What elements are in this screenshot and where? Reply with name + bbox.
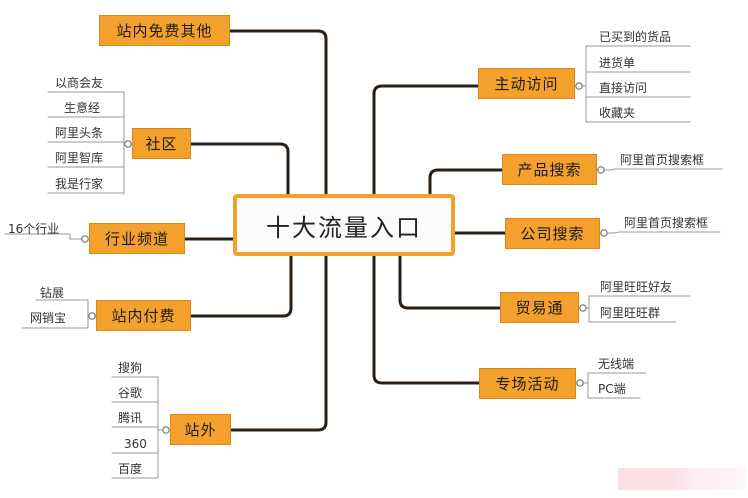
maoyitong-collapse-toggle[interactable] bbox=[579, 304, 587, 312]
gongsisousuo-collapse-toggle[interactable] bbox=[600, 229, 608, 237]
leaf-zhanwai-2: 腾讯 bbox=[118, 411, 143, 425]
trunk-zhanneifufei bbox=[189, 254, 293, 318]
trunk-maoyitong bbox=[398, 254, 502, 310]
leaf-maoyitong-0: 阿里旺旺好友 bbox=[600, 280, 673, 294]
trunk-shequ bbox=[189, 142, 290, 196]
zhudongfangwen-collapse-toggle[interactable] bbox=[575, 82, 583, 90]
leaf-hangyepindao-0: 16个行业 bbox=[8, 222, 60, 236]
leaf-shequ-2: 阿里头条 bbox=[55, 126, 104, 140]
branch-zhanneimianfei[interactable]: 站内免费其他 bbox=[99, 15, 230, 46]
leaf-shequ-3: 阿里智库 bbox=[55, 151, 104, 165]
hangyepindao-collapse-toggle[interactable] bbox=[81, 235, 89, 243]
leaf-shequ-0: 以商会友 bbox=[55, 76, 104, 90]
trunk-zhanneimianfei bbox=[228, 29, 328, 196]
leaf-zhanwai-0: 搜狗 bbox=[118, 361, 143, 375]
leaf-shequ-1: 生意经 bbox=[64, 101, 101, 115]
connector-25 bbox=[596, 168, 723, 171]
branch-shequ[interactable]: 社区 bbox=[132, 128, 191, 159]
trunk-chanpinsousuo bbox=[428, 168, 504, 196]
zhuanchanghuodong-collapse-toggle[interactable] bbox=[576, 379, 584, 387]
leaf-zhudongfangwen-1: 进货单 bbox=[599, 56, 636, 70]
connector-7 bbox=[4, 233, 90, 240]
leaf-zhanneifufei-1: 网销宝 bbox=[30, 311, 67, 325]
watermark bbox=[618, 468, 746, 490]
connector-26 bbox=[599, 231, 721, 234]
leaf-zhanneifufei-0: 钻展 bbox=[40, 286, 65, 300]
leaf-zhanwai-4: 百度 bbox=[118, 462, 143, 476]
zhanwai-collapse-toggle[interactable] bbox=[162, 426, 170, 434]
branch-maoyitong[interactable]: 贸易通 bbox=[500, 292, 579, 323]
center-node[interactable]: 十大流量入口 bbox=[233, 194, 455, 256]
shequ-collapse-toggle[interactable] bbox=[124, 140, 132, 148]
branch-zhanwai[interactable]: 站外 bbox=[170, 414, 231, 445]
branch-gongsisousuo[interactable]: 公司搜索 bbox=[505, 218, 600, 249]
branch-zhanneifufei[interactable]: 站内付费 bbox=[96, 300, 191, 331]
leaf-zhudongfangwen-2: 直接访问 bbox=[599, 81, 648, 95]
leaf-zhuanchanghuodong-0: 无线端 bbox=[598, 357, 635, 371]
branch-chanpinsousuo[interactable]: 产品搜索 bbox=[502, 154, 597, 185]
chanpinsousuo-collapse-toggle[interactable] bbox=[597, 166, 605, 174]
leaf-maoyitong-1: 阿里旺旺群 bbox=[600, 306, 661, 320]
leaf-zhudongfangwen-3: 收藏夹 bbox=[599, 106, 636, 120]
branch-zhudongfangwen[interactable]: 主动访问 bbox=[478, 68, 575, 99]
leaf-zhudongfangwen-0: 已买到的货品 bbox=[599, 30, 672, 44]
branch-hangyepindao[interactable]: 行业频道 bbox=[89, 223, 185, 254]
trunk-zhuanchanghuodong bbox=[372, 254, 481, 385]
leaf-zhuanchanghuodong-1: PC端 bbox=[598, 382, 626, 396]
leaf-zhanwai-1: 谷歌 bbox=[118, 386, 143, 400]
trunk-zhudongfangwen bbox=[372, 84, 480, 196]
zhanneifufei-collapse-toggle[interactable] bbox=[88, 312, 96, 320]
leaf-chanpinsousuo-0: 阿里首页搜索框 bbox=[620, 153, 705, 167]
leaf-shequ-4: 我是行家 bbox=[55, 177, 104, 191]
leaf-gongsisousuo-0: 阿里首页搜索框 bbox=[624, 216, 709, 230]
leaf-zhanwai-3: 360 bbox=[124, 437, 147, 451]
trunk-zhanwai bbox=[229, 254, 328, 432]
branch-zhuanchanghuodong[interactable]: 专场活动 bbox=[479, 368, 576, 399]
